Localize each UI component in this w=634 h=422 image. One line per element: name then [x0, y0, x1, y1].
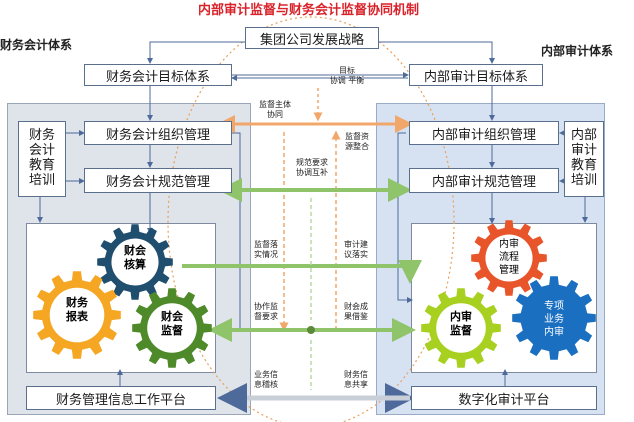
- left-norm-box: 财务会计规范管理: [84, 168, 232, 193]
- left-platform-box: 财务管理信息工作平台: [26, 386, 216, 410]
- share-label: 财务信 息共享: [344, 370, 368, 390]
- left-org-box: 财务会计组织管理: [84, 121, 232, 145]
- gear-audit-supervision-label: 内审 监督: [450, 310, 472, 338]
- left-target-box: 财务会计目标体系: [84, 64, 232, 86]
- norm-req-label: 规范要求 协调互补: [296, 158, 328, 178]
- left-system-label: 财务会计体系: [0, 38, 73, 52]
- right-education-text: 内部 审计 教育 培训: [570, 128, 597, 188]
- right-norm-box: 内部审计规范管理: [409, 168, 559, 193]
- target-coord-label: 目标 协调 平衡: [329, 66, 365, 86]
- gear-report-icon-hub: [49, 287, 105, 343]
- right-platform-box: 数字化审计平台: [411, 386, 597, 410]
- suggestion-label: 审计建 议落实: [344, 240, 368, 260]
- gear-process-label: 内审 流程 管理: [499, 239, 519, 276]
- right-target-box: 内部审计目标体系: [409, 64, 543, 86]
- gear-report-label: 财务 报表: [66, 296, 88, 324]
- results-label: 财会成 果借鉴: [344, 302, 368, 322]
- cooperate-label: 协作监 督要求: [254, 302, 278, 322]
- accounting-audit-arrow: [182, 260, 422, 284]
- gear-audit-supervision-icon-hub: [436, 303, 486, 353]
- resource-label: 监督资 源整合: [345, 132, 369, 152]
- left-education-box: 财务 会计 教育 培训: [18, 121, 66, 197]
- subject-coord-label: 监督主体 协同: [259, 100, 291, 120]
- coordination-ellipse: [167, 16, 455, 422]
- gear-supervision-icon-hub: [147, 303, 197, 353]
- gear-process-icon-hub: [485, 234, 533, 282]
- verify-label: 业务信 息稽核: [254, 370, 278, 390]
- right-system-label: 内部审计体系: [541, 44, 614, 58]
- diagram-title: 内部审计监督与财务会计监督协同机制: [198, 3, 420, 18]
- gear-accounting-icon-hub: [111, 238, 159, 286]
- implement-label: 监督落 实情况: [254, 240, 278, 260]
- gear-special-label: 专项 业务 内审: [544, 301, 564, 338]
- left-education-text: 财务 会计 教育 培训: [28, 128, 55, 188]
- gear-special-icon-hub: [527, 291, 581, 345]
- gear-accounting-label: 财会 核算: [124, 244, 146, 272]
- strategy-box: 集团公司发展战略: [245, 27, 379, 49]
- gear-supervision-label: 财会 监督: [161, 310, 183, 338]
- right-education-box: 内部 审计 教育 培训: [564, 121, 604, 197]
- right-org-box: 内部审计组织管理: [409, 121, 559, 145]
